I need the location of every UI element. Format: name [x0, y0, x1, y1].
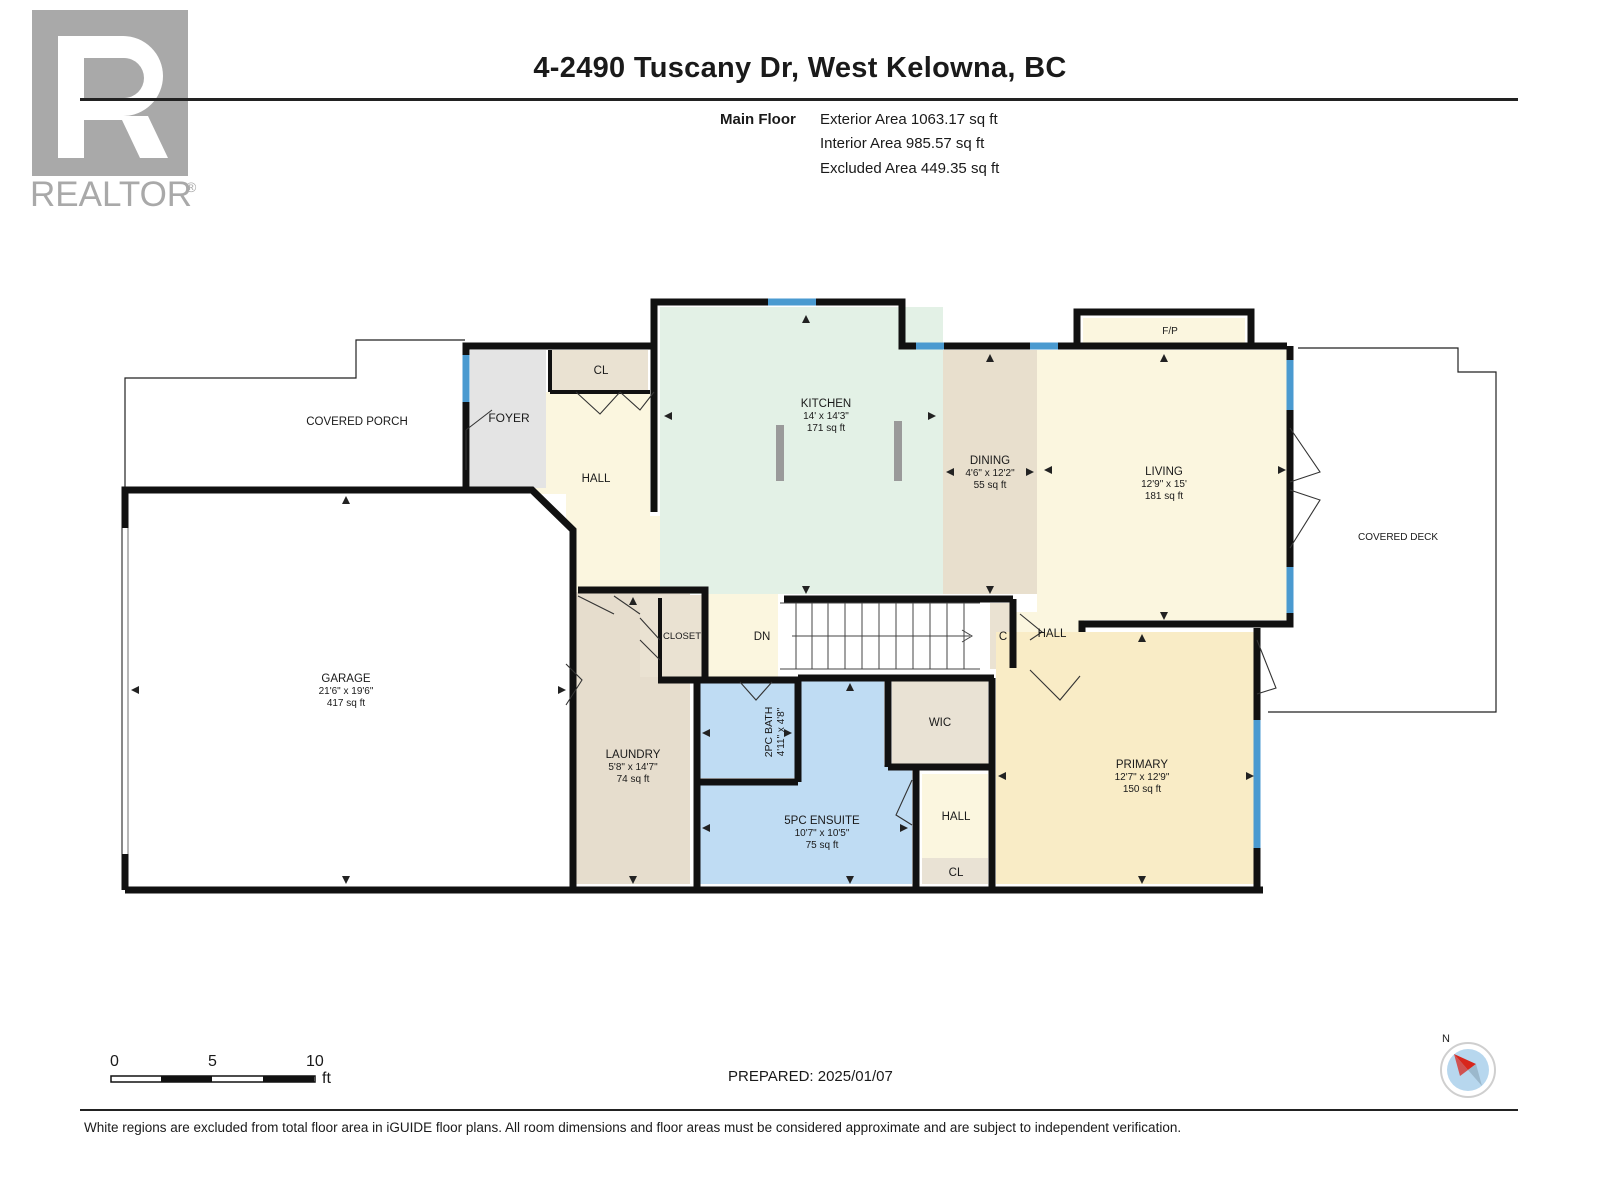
- room-labels: COVERED PORCH FOYER CL HALL KITCHEN 14' …: [306, 326, 1438, 879]
- realtor-wordmark: REALTOR: [30, 175, 192, 213]
- bath2-fill: [697, 682, 795, 778]
- room-fills: [128, 307, 1293, 884]
- living-fill: [1037, 350, 1293, 620]
- bath2-name: 2PC BATH: [763, 707, 775, 758]
- laundry-wall: [578, 586, 709, 680]
- ensuite-dims: 10'7" x 10'5": [795, 828, 850, 839]
- foyer-name: FOYER: [488, 411, 530, 425]
- disclaimer-text: White regions are excluded from total fl…: [84, 1120, 1182, 1135]
- scale-label-0: 0: [110, 1053, 119, 1070]
- scale-label-5: 5: [208, 1053, 217, 1070]
- closet-fill: [640, 595, 702, 677]
- laundry-dims: 5'8" x 14'7": [608, 762, 658, 773]
- dining-name: DINING: [970, 455, 1010, 467]
- covered-deck-outline: [1268, 347, 1497, 713]
- cl-bottom-fill: [922, 858, 988, 884]
- dn-name: DN: [754, 631, 771, 643]
- kitchen-name: KITCHEN: [801, 398, 851, 410]
- excluded-area: Excluded Area 449.35 sq ft: [820, 160, 1000, 177]
- laundry-name: LAUNDRY: [606, 749, 661, 761]
- hall-fill: [532, 392, 778, 680]
- scale-label-10: 10: [306, 1053, 324, 1070]
- bath2-dims: 4'11" x 4'8": [776, 707, 787, 756]
- kitchen-dims: 14' x 14'3": [803, 411, 849, 422]
- foyer-fill: [470, 350, 546, 488]
- covered-porch-outline: [124, 339, 465, 487]
- compass-north-label: N: [1442, 1033, 1450, 1045]
- kitchen-counter-left: [776, 425, 784, 481]
- closet-name: CLOSET: [663, 631, 701, 642]
- floor-label: Main Floor: [720, 111, 796, 128]
- cl-top-fill: [552, 350, 648, 392]
- garage-area: 417 sq ft: [327, 698, 366, 709]
- interior-walls: [548, 350, 662, 680]
- ensuite-name: 5PC ENSUITE: [784, 815, 860, 827]
- cl-bottom-name: CL: [949, 867, 964, 879]
- prepared-date: PREPARED: 2025/01/07: [728, 1068, 893, 1085]
- garage-dims: 21'6" x 19'6": [319, 686, 374, 697]
- dining-fill: [943, 350, 1037, 594]
- living-area: 181 sq ft: [1145, 491, 1184, 502]
- cl-top-name: CL: [594, 365, 609, 377]
- primary-fill: [996, 632, 1254, 884]
- primary-name: PRIMARY: [1116, 759, 1169, 771]
- registered-mark: ®: [186, 179, 197, 195]
- page-title: 4-2490 Tuscany Dr, West Kelowna, BC: [533, 52, 1067, 84]
- dining-dims: 4'6" x 12'2": [965, 468, 1015, 479]
- fp-fill: [1083, 318, 1245, 344]
- primary-area: 150 sq ft: [1123, 784, 1162, 795]
- ensuite-area: 75 sq ft: [806, 840, 839, 851]
- wic-fill: [892, 678, 988, 766]
- ensuite-fill: [697, 680, 912, 884]
- fp-name: F/P: [1162, 326, 1178, 337]
- realtor-logo: REALTOR ®: [30, 10, 197, 213]
- kitchen-counter-right: [894, 421, 902, 481]
- dimension-markers: [131, 315, 1286, 884]
- scale-unit: ft: [322, 1070, 331, 1087]
- kitchen-area: 171 sq ft: [807, 423, 846, 434]
- title-divider: [80, 98, 1518, 101]
- laundry-area: 74 sq ft: [617, 774, 650, 785]
- covered-porch-name: COVERED PORCH: [306, 416, 408, 428]
- hall-left-name: HALL: [582, 473, 611, 485]
- living-dims: 12'9" x 15': [1141, 479, 1187, 490]
- compass-icon: N: [1440, 1033, 1496, 1098]
- fp-wall: [1073, 308, 1255, 346]
- living-east-wall: [1078, 346, 1294, 632]
- c-small-name: C: [999, 631, 1007, 643]
- dining-area: 55 sq ft: [974, 480, 1007, 491]
- wic-name: WIC: [929, 717, 951, 729]
- windows: [462, 298, 1294, 848]
- hall-small-name: HALL: [942, 811, 971, 823]
- interior-area: Interior Area 985.57 sq ft: [820, 135, 985, 152]
- garage-name: GARAGE: [321, 673, 371, 685]
- living-name: LIVING: [1145, 466, 1183, 478]
- hall-small-fill: [922, 774, 988, 858]
- scale-bar: [110, 1075, 316, 1083]
- doors: [465, 391, 1321, 826]
- garage-fill: [128, 494, 566, 884]
- walls: [121, 298, 1294, 894]
- footer-divider: [80, 1109, 1518, 1111]
- primary-dims: 12'7" x 12'9": [1115, 772, 1170, 783]
- stairs: [780, 602, 980, 670]
- exterior-area: Exterior Area 1063.17 sq ft: [820, 111, 998, 128]
- covered-deck-name: COVERED DECK: [1358, 532, 1438, 543]
- hall-right-name: HALL: [1038, 628, 1067, 640]
